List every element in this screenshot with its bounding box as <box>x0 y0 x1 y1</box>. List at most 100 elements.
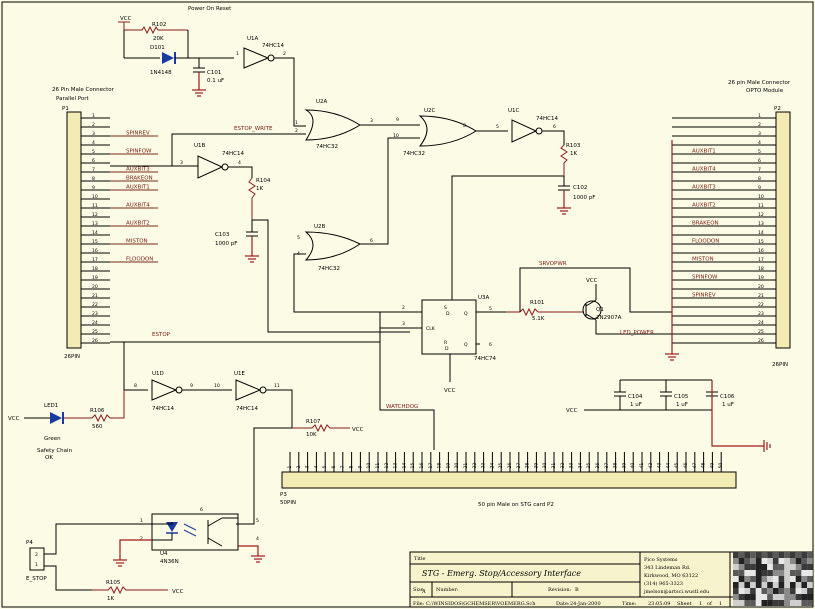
p2-pin-number: 5 <box>758 149 761 155</box>
p3-pin-number: 25 <box>498 463 504 469</box>
p1-pin-number: 17 <box>92 257 98 263</box>
sheet-label: Sheet <box>677 601 692 607</box>
led1-color: Green <box>44 436 61 442</box>
p2-pin-number: 8 <box>758 176 761 182</box>
u1c-part: 74HC14 <box>536 116 558 122</box>
u1a-part: 74HC14 <box>262 43 284 49</box>
estop-net: ESTOP <box>152 332 171 338</box>
p2-pin-number: 18 <box>758 266 764 272</box>
p1-pin-number: 1 <box>92 113 95 119</box>
p3-pin-number: 11 <box>375 463 381 469</box>
svg-text:6: 6 <box>489 342 492 348</box>
p3-pin-number: 33 <box>569 463 575 469</box>
p3-pin-number: 50 <box>718 463 724 469</box>
svg-text:9: 9 <box>396 117 399 123</box>
c103-ref: C103 <box>215 232 230 238</box>
svg-text:D: D <box>446 311 450 317</box>
p4-ref: P4 <box>26 540 33 546</box>
of-value: 1 <box>719 601 722 607</box>
p3-pin-number: 48 <box>701 463 707 469</box>
number-label: Number: <box>436 587 459 593</box>
p3-part: 50PIN <box>280 500 296 506</box>
u1c-ref: U1C <box>508 108 520 114</box>
svg-text:2: 2 <box>402 305 405 311</box>
p1-heading-2: Parallel Port <box>56 96 90 102</box>
svg-text:3: 3 <box>402 321 405 327</box>
p1-pin-number: 20 <box>92 284 98 290</box>
svg-text:8: 8 <box>463 123 466 129</box>
r105-vcc-label: VCC <box>172 589 184 595</box>
r102-value: 20K <box>153 36 164 42</box>
u1d-part: 74HC14 <box>152 406 174 412</box>
svg-text:10: 10 <box>393 133 399 139</box>
svg-text:2: 2 <box>295 128 298 134</box>
svg-text:1: 1 <box>295 120 298 126</box>
p3-pin-number: 1 <box>287 466 293 469</box>
p3-pin-number: 5 <box>322 466 328 469</box>
p3-pin-number: 27 <box>516 463 522 469</box>
r107-ref: R107 <box>306 419 321 425</box>
led1-vcc-label: VCC <box>8 416 20 422</box>
svg-text:6: 6 <box>370 238 373 244</box>
of-label: of <box>707 601 713 607</box>
time-value: 23:05:09 <box>648 601 670 607</box>
svg-text:Q: Q <box>464 311 468 317</box>
svg-text:6: 6 <box>553 124 556 130</box>
p3-pin-number: 4 <box>313 466 319 469</box>
u3a-vcc-label: VCC <box>444 388 456 394</box>
p2-pin-number: 22 <box>758 302 764 308</box>
r104-ref: R104 <box>256 178 271 184</box>
p2-pin-number: 10 <box>758 194 764 200</box>
p1-ref: P1 <box>62 106 69 112</box>
p1-signal-label: SPINFOW <box>126 149 152 155</box>
c105-value: 1 uF <box>676 402 688 408</box>
svg-text:5: 5 <box>489 306 492 312</box>
svg-text:2: 2 <box>140 536 143 542</box>
p1-pin-number: 10 <box>92 194 98 200</box>
d101-ref: D101 <box>150 45 165 51</box>
p3-pin-number: 34 <box>577 463 583 469</box>
p2-heading-1: 26 pin Male Connector <box>728 80 791 86</box>
p1-pin-number: 6 <box>92 158 95 164</box>
p3-pin-number: 13 <box>393 463 399 469</box>
company-info-line: 343 Lindeman Rd. <box>644 565 691 571</box>
u1e-ref: U1E <box>234 371 246 377</box>
p3-pin-number: 26 <box>507 463 513 469</box>
svg-text:R: R <box>444 340 448 346</box>
svg-text:2: 2 <box>283 51 286 57</box>
p2-pin-number: 11 <box>758 203 764 209</box>
p3-pin-number: 44 <box>665 463 671 469</box>
p1-pin-number: 18 <box>92 266 98 272</box>
p2-pin-number: 13 <box>758 221 764 227</box>
company-info-line: Pico Systems <box>644 557 678 563</box>
svg-text:D: D <box>445 346 449 352</box>
p3-pin-number: 19 <box>445 463 451 469</box>
power-on-reset-heading: Power On Reset <box>188 6 232 12</box>
svg-text:4: 4 <box>238 160 241 166</box>
size-value: A <box>421 589 426 595</box>
svg-text:6: 6 <box>200 507 203 513</box>
u1a-ref: U1A <box>247 36 259 42</box>
r102-vcc-label: VCC <box>120 16 132 22</box>
q1-vcc-label: VCC <box>586 278 598 284</box>
p1-signal-label: BRAKEON <box>126 176 153 182</box>
u3a-ref: U3A <box>478 295 490 301</box>
c103-value: 1000 pF <box>215 241 237 247</box>
p3-pin-number: 30 <box>542 463 548 469</box>
p1-pin-number: 25 <box>92 329 98 335</box>
p1-part: 26PIN <box>64 354 80 360</box>
svg-text:3: 3 <box>370 118 373 124</box>
r105-value: 1K <box>107 596 114 602</box>
svg-text:5: 5 <box>297 235 300 241</box>
p3-pin-number: 42 <box>648 463 654 469</box>
p2-signal-label: SPINFOW <box>692 275 718 281</box>
p2-pin-number: 20 <box>758 284 764 290</box>
p1-pin-number: 24 <box>92 320 98 326</box>
p1-pin-number: 11 <box>92 203 98 209</box>
p3-pin-number: 3 <box>305 466 311 469</box>
p1-pin-number: 15 <box>92 239 98 245</box>
u2c-part: 74HC32 <box>403 151 425 157</box>
u1e-part: 74HC14 <box>236 406 258 412</box>
c102-value: 1000 pF <box>573 195 595 201</box>
p2-pin-number: 19 <box>758 275 764 281</box>
